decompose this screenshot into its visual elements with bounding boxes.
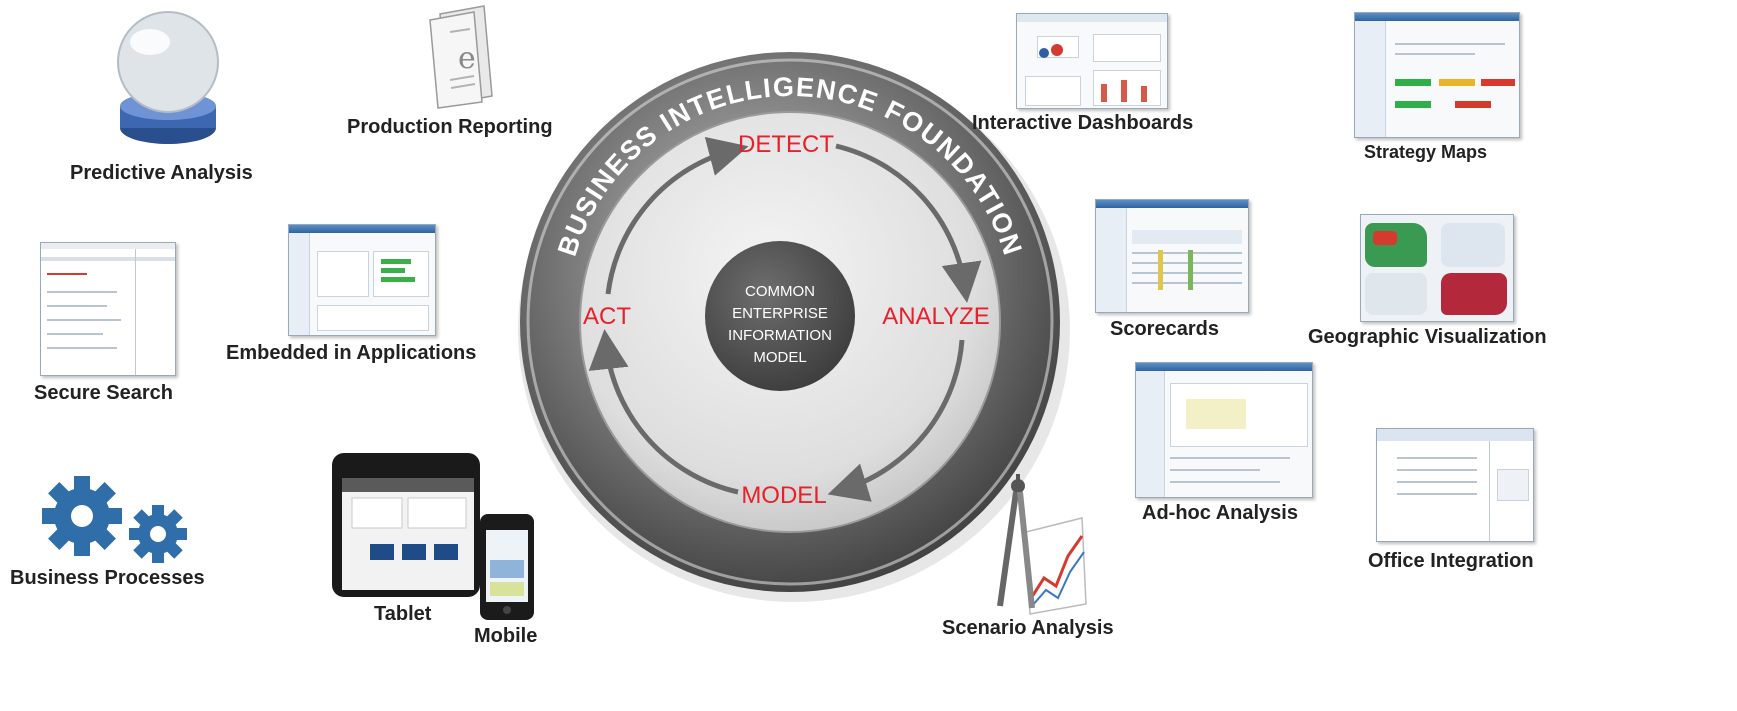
tablet-icon <box>332 453 480 597</box>
center-line-2: ENTERPRISE <box>732 305 828 322</box>
center-line-3: INFORMATION <box>728 327 832 344</box>
report-document-icon: e <box>429 5 493 109</box>
cycle-detect: DETECT <box>738 131 834 158</box>
arrow-act-to-detect <box>605 136 749 295</box>
center-line-1: COMMON <box>745 283 815 300</box>
label-geographic-visualization: Geographic Visualization <box>1308 326 1547 348</box>
label-embedded-in-applications: Embedded in Applications <box>226 342 477 364</box>
label-office-integration: Office Integration <box>1368 550 1534 572</box>
label-tablet: Tablet <box>374 603 432 625</box>
label-scorecards: Scorecards <box>1110 318 1219 340</box>
ad-hoc-analysis-thumbnail <box>1135 362 1313 498</box>
mobile-phone-icon <box>480 514 534 620</box>
interactive-dashboards-thumbnail <box>1016 13 1168 109</box>
label-ad-hoc-analysis: Ad-hoc Analysis <box>1142 502 1298 524</box>
label-mobile: Mobile <box>474 625 538 647</box>
scorecards-thumbnail <box>1095 199 1249 313</box>
crystal-ball-icon <box>117 11 219 144</box>
cycle-model: MODEL <box>741 482 826 509</box>
compass-chart-icon <box>997 474 1087 615</box>
label-secure-search: Secure Search <box>34 382 173 404</box>
arrow-model-to-act <box>588 329 739 495</box>
gears-icon <box>42 476 187 563</box>
strategy-maps-thumbnail <box>1354 12 1520 138</box>
cycle-act: ACT <box>583 303 631 330</box>
geographic-visualization-thumbnail <box>1360 214 1514 322</box>
office-integration-thumbnail <box>1376 428 1534 542</box>
cycle-analyze: ANALYZE <box>882 303 990 330</box>
label-strategy-maps: Strategy Maps <box>1364 142 1488 162</box>
svg-text:e: e <box>458 41 476 76</box>
label-production-reporting: Production Reporting <box>347 116 553 138</box>
label-scenario-analysis: Scenario Analysis <box>942 617 1114 639</box>
label-predictive-analysis: Predictive Analysis <box>70 162 253 184</box>
label-business-processes: Business Processes <box>10 567 205 589</box>
embedded-in-applications-thumbnail <box>288 224 436 336</box>
center-line-4: MODEL <box>753 349 806 366</box>
center-circle <box>705 241 855 391</box>
arrow-detect-to-analyze <box>835 143 982 303</box>
secure-search-thumbnail <box>40 242 176 376</box>
arrow-analyze-to-model <box>827 339 965 502</box>
label-interactive-dashboards: Interactive Dashboards <box>972 112 1194 134</box>
